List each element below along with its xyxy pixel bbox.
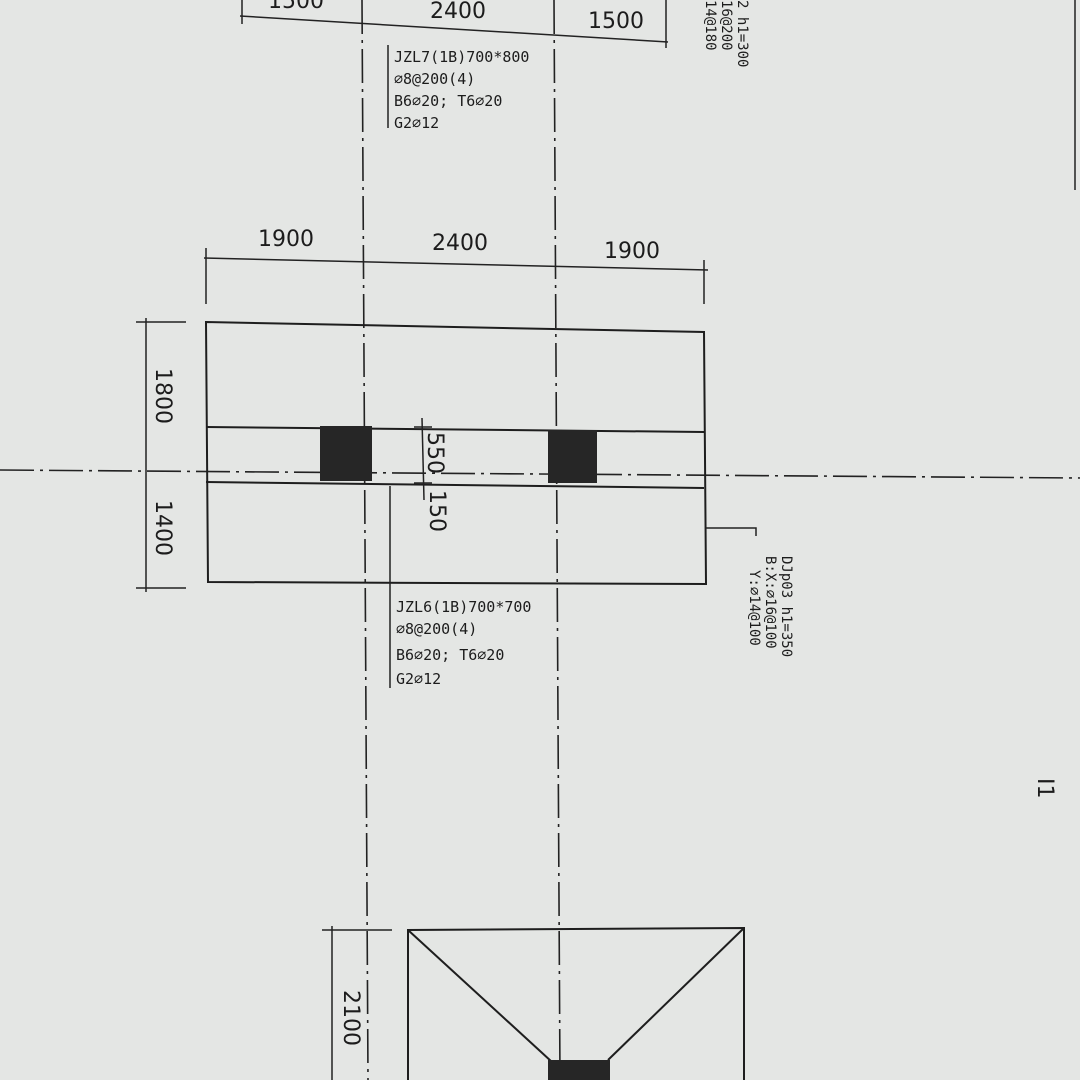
beam-bottom-side: G2⌀12 [396,670,441,688]
footing-label-line-2: B:X:⌀16@100 [762,556,778,649]
footing-label-line-1: DJp03 h1=350 [778,556,794,657]
top-footing-label: 2 h1=300 16@200 14@180 [702,0,750,67]
footing-label-line-3: Y:⌀14@100 [746,570,762,646]
beam-edge-bottom [205,481,705,489]
footing-top-dimensions: 1900 2400 1900 [203,227,709,304]
beam-top-side: G2⌀12 [394,114,439,132]
beam-bottom-stirrup: ⌀8@200(4) [396,620,477,638]
footing-dim-left-1: 1800 [150,368,175,424]
footing-label-group: DJp03 h1=350 B:X:⌀16@100 Y:⌀14@100 [706,527,794,657]
inner-dim-550: 550 [422,432,447,474]
footing-dim-top-3: 1900 [604,239,660,264]
beam-bottom-title: JZL6(1B)700*700 [396,598,531,616]
column-left [320,426,372,481]
lower-footing-outline [407,926,745,1080]
column-right [548,430,597,483]
beam-bottom-annotation: JZL6(1B)700*700 ⌀8@200(4) B6⌀20; T6⌀20 G… [389,486,531,688]
top-rot-line-1: 2 h1=300 [734,0,750,67]
inner-dim-150: 150 [424,490,449,532]
beam-top-bars: B6⌀20; T6⌀20 [394,92,502,110]
top-dim-1: 1500 [268,0,324,14]
grid-axis-right [553,0,561,1080]
svg-text:I1: I1 [1032,778,1057,799]
top-dimension-row: 1500 2400 1500 [239,0,669,48]
footing-outline [204,320,708,586]
beam-width-dimension: 550 150 [414,417,449,532]
top-dim-3: 1500 [588,9,644,34]
lower-slope-left [407,929,553,1063]
footing-plan [204,320,708,586]
lower-column [548,1060,610,1080]
top-rot-line-3: 14@180 [702,0,718,51]
beam-top-annotation: JZL7(1B)700*800 ⌀8@200(4) B6⌀20; T6⌀20 G… [387,45,529,132]
lower-footing: 2100 [322,926,745,1080]
footing-dim-left-2: 1400 [150,500,175,556]
top-rot-line-2: 16@200 [718,0,734,51]
beam-edge-top [205,426,705,433]
beam-bottom-bars: B6⌀20; T6⌀20 [396,646,504,664]
footing-dim-top-1: 1900 [258,227,314,252]
grid-axis-left [361,0,369,1080]
sheet-mark: I1 [1032,778,1057,799]
footing-dim-top-2: 2400 [432,231,488,256]
lower-slope-right [607,927,745,1061]
beam-top-title: JZL7(1B)700*800 [394,48,529,66]
footing-left-dimensions: 1800 1400 [136,318,186,592]
top-dim-2: 2400 [430,0,486,24]
lower-dim-2100: 2100 [338,990,363,1046]
beam-top-stirrup: ⌀8@200(4) [394,70,475,88]
grid-axis-horizontal [0,469,1080,479]
